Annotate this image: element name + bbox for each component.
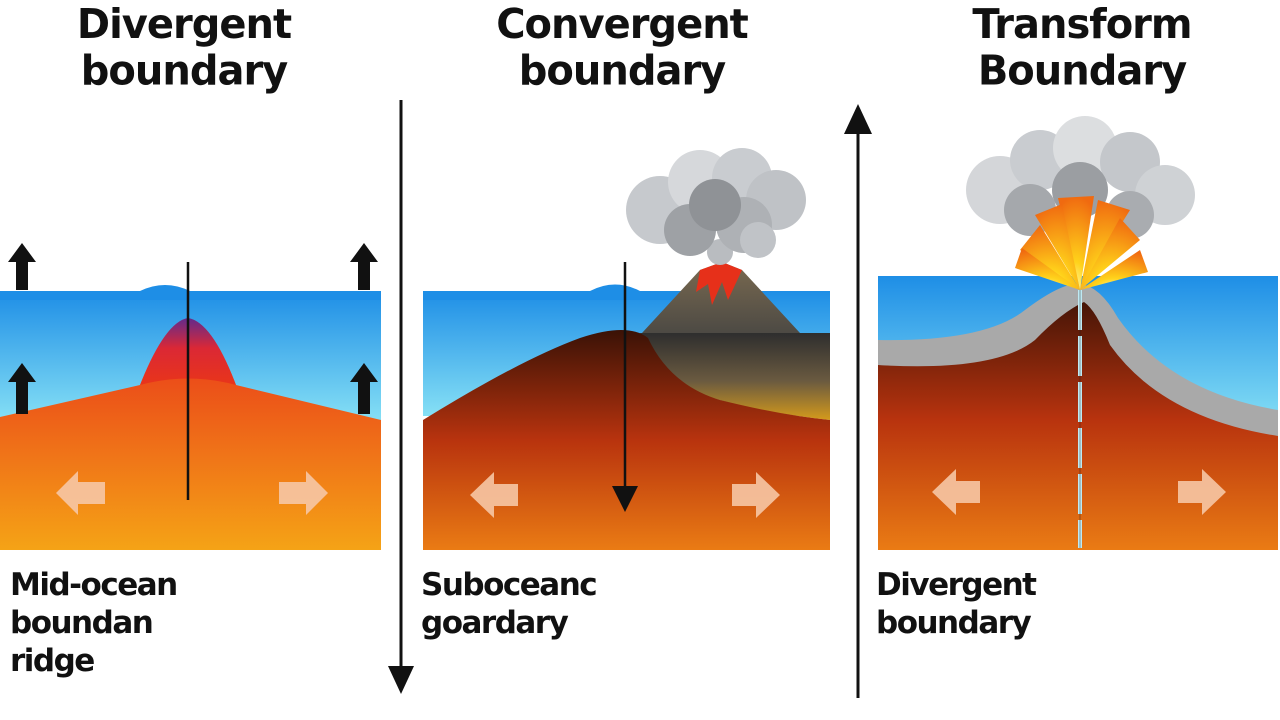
left-arrow-icon (56, 471, 105, 515)
transform-title-line1: Transform (972, 1, 1192, 48)
convergent-caption-line2: goardary (421, 605, 569, 641)
right-arrow-icon (1178, 469, 1226, 515)
down-arrow-icon (388, 100, 414, 694)
divergent-water-surface (0, 285, 381, 300)
transform-panel (878, 116, 1278, 550)
volcano-icon (642, 262, 800, 333)
eruption-burst-icon (1015, 196, 1148, 290)
transform-title: Transform Boundary (932, 1, 1232, 95)
lava-flow (696, 262, 742, 305)
convergent-water-surface (423, 284, 690, 300)
divergent-title: Divergent boundary (34, 1, 334, 95)
right-arrow-icon (279, 471, 328, 515)
up-arrow-icon (844, 104, 872, 698)
transform-caption-line2: boundary (876, 605, 1032, 641)
convergent-panel (423, 148, 830, 550)
convergent-title-line1: Convergent (496, 1, 749, 48)
divergent-title-line2: boundary (80, 48, 289, 95)
divergent-caption: Mid-ocean boundan ridge (10, 566, 350, 680)
left-arrow-icon (470, 472, 518, 518)
convergent-title: Convergent boundary (472, 1, 772, 95)
divergent-panel (0, 243, 381, 550)
convergent-caption-line1: Suboceanc (421, 567, 598, 603)
transform-caption-line1: Divergent (876, 567, 1037, 603)
transform-grey-crust (878, 283, 1278, 436)
right-arrow-icon (732, 472, 780, 518)
divergent-caption-line3: ridge (10, 643, 95, 679)
transform-caption: Divergent boundary (876, 566, 1216, 642)
ash-cloud-icon (626, 148, 806, 265)
divergent-title-line1: Divergent (76, 1, 292, 48)
convergent-mantle (423, 330, 830, 550)
convergent-grey-plate (640, 333, 830, 420)
left-arrow-icon (932, 469, 980, 515)
convergent-down-arrowhead (612, 486, 638, 512)
divergent-caption-line2: boundan (10, 605, 154, 641)
up-arrow-icon (8, 243, 378, 414)
transform-title-line2: Boundary (977, 48, 1187, 95)
divergent-caption-line1: Mid-ocean (10, 567, 178, 603)
convergent-caption: Suboceanc goardary (421, 566, 761, 642)
convergent-title-line2: boundary (518, 48, 727, 95)
